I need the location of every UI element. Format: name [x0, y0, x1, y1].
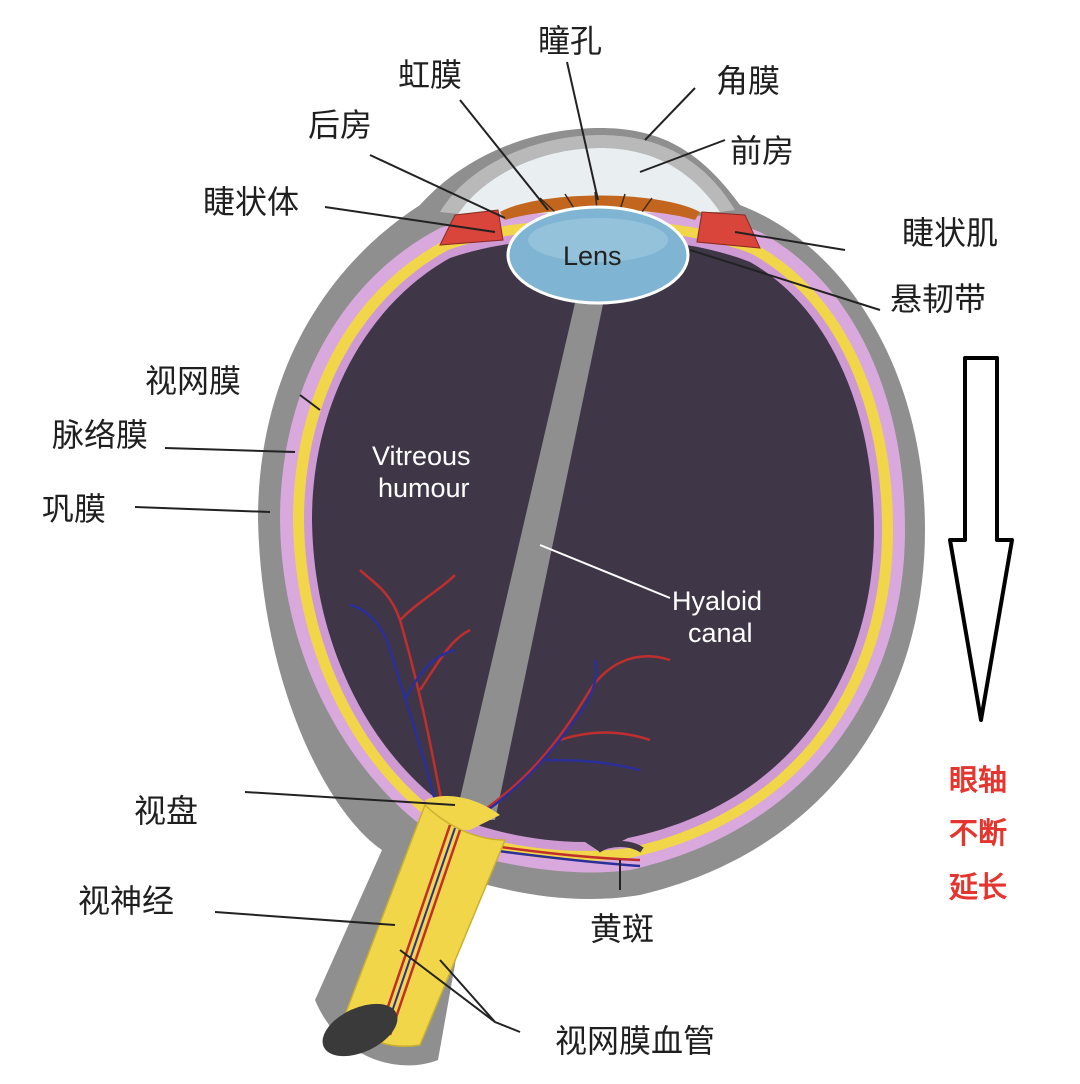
annotation-line2: 不断 — [949, 816, 1007, 850]
leader-lines — [134, 61, 881, 1033]
axial-elongation-arrow — [948, 356, 1014, 722]
hyaloid-canal — [455, 290, 606, 820]
label-optic-disc: 视盘 — [134, 792, 198, 830]
label-pupil: 瞳孔 — [538, 22, 602, 60]
label-optic-nerve: 视神经 — [78, 882, 174, 920]
anterior-chamber — [458, 148, 720, 214]
label-ciliary-muscle: 睫状肌 — [902, 214, 998, 252]
optic-nerve-cut — [322, 1003, 398, 1057]
label-zonule: 悬韧带 — [890, 280, 986, 318]
label-vitreous-line1: Vitreous — [372, 441, 471, 471]
label-vitreous-line2: humour — [378, 473, 470, 503]
annotation-line3: 延长 — [948, 870, 1008, 904]
ciliary-body-right — [696, 211, 761, 249]
label-iris: 虹膜 — [398, 56, 462, 94]
label-ciliary-body: 睫状体 — [203, 183, 299, 221]
label-cornea: 角膜 — [716, 62, 780, 100]
label-retina: 视网膜 — [145, 362, 241, 400]
optic-nerve-vessels — [378, 824, 462, 1036]
label-macula: 黄斑 — [590, 910, 654, 948]
label-choroid: 脉络膜 — [52, 416, 148, 454]
cornea — [440, 135, 735, 214]
label-posterior-chamber: 后房 — [308, 106, 372, 144]
label-hyaloid-line2: canal — [688, 618, 753, 648]
label-anterior-chamber: 前房 — [730, 132, 794, 170]
optic-nerve-vein — [384, 827, 456, 1033]
label-retinal-vessels: 视网膜血管 — [555, 1022, 715, 1060]
annotation-line1: 眼轴 — [949, 763, 1007, 797]
label-sclera: 巩膜 — [42, 490, 106, 528]
label-lens: Lens — [563, 241, 622, 271]
label-hyaloid-line1: Hyaloid — [672, 586, 762, 616]
macula-pit — [596, 841, 644, 853]
lens-highlight — [528, 218, 668, 262]
vitreous-body — [312, 237, 874, 852]
